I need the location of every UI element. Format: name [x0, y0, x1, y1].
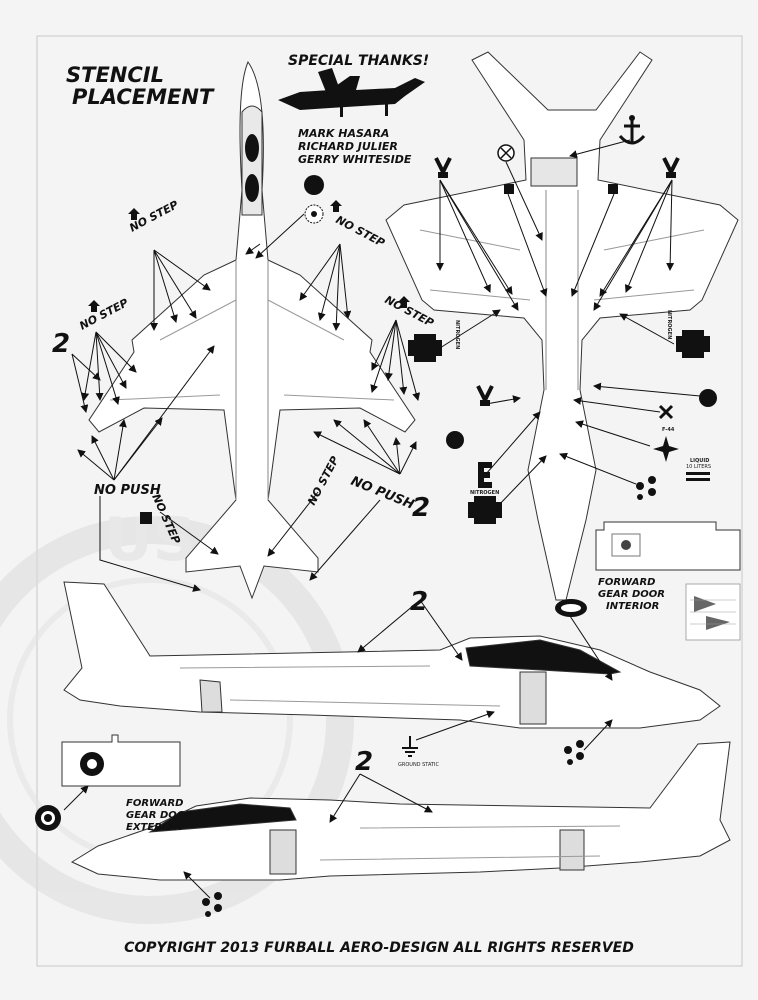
anchor-icon [618, 115, 646, 145]
v-marker-center-icon [476, 385, 494, 406]
no-step-label-3: NO STEP [77, 296, 130, 333]
bottom-view-aircraft [385, 51, 739, 601]
fwd-gear-door-exterior-line-1: FORWARD [126, 798, 183, 809]
gear-door-exterior-panel [61, 734, 181, 787]
title-line-2: PLACEMENT [72, 85, 215, 109]
gear-door-interior-panel [595, 521, 741, 571]
x-mark-icon [658, 404, 674, 420]
star-icon [653, 436, 679, 462]
gear-door-round-icon [35, 805, 61, 831]
side-view-2-aircraft [70, 741, 731, 881]
no-push-label-left: NO PUSH [94, 483, 161, 498]
fwd-gear-door-exterior-line-2: GEAR DOOR [126, 810, 193, 821]
no-step-label-6: NO STEP [305, 454, 342, 507]
nitrogen-label-bottom: NITROGEN [470, 490, 499, 496]
three-dot-cluster-icon [636, 476, 656, 500]
thanks-name-3: GERRY WHITESIDE [298, 153, 412, 166]
no-step-label-2: NO STEP [334, 213, 387, 250]
arrow-up-icon [128, 208, 140, 220]
cross-shaped-stencil-bottom [468, 496, 502, 524]
ten-liters-label: 10 LITERS [686, 464, 711, 470]
side-view-1-aircraft [63, 581, 721, 729]
ground-static-label: GROUND STATIC [398, 762, 440, 768]
black-round-stencil [304, 175, 324, 195]
number-2-label-side-2: 2 [355, 747, 373, 777]
arrow-up-icon [398, 296, 410, 308]
number-2-label-side-1: 2 [410, 587, 428, 617]
fwd-gear-door-interior-line-3: INTERIOR [606, 601, 659, 612]
target-dot-icon [304, 204, 324, 224]
phantom-silhouette-icon [278, 68, 425, 117]
ground-static-icon [402, 736, 418, 757]
e-block-icon [478, 462, 492, 488]
thanks-name-1: MARK HASARA [298, 127, 389, 140]
f44-label: F-44 [662, 427, 675, 433]
dot-cluster-side-2-icon [202, 892, 222, 917]
sheet-border [36, 35, 743, 967]
cross-shaped-stencil-left [408, 334, 442, 362]
square-stencil-icons [140, 184, 618, 524]
oval-access-panel-icon [555, 599, 587, 617]
thanks-heading: SPECIAL THANKS! [288, 53, 429, 69]
x-circle-icon [497, 144, 515, 162]
nitrogen-label-right: NITROGEN [666, 310, 672, 339]
copyright-text: COPYRIGHT 2013 FURBALL AERO-DESIGN ALL R… [124, 940, 634, 956]
leader-arrows [63, 139, 701, 899]
number-2-label-left: 2 [52, 329, 70, 359]
round-stencils [446, 389, 717, 449]
fwd-gear-door-exterior-line-3: EXTERIOR [126, 822, 182, 833]
liquid-label: LIQUID [690, 458, 709, 464]
v-marker-left-icon [434, 157, 452, 178]
dot-cluster-side-1-icon [564, 740, 584, 765]
arrow-up-icon [330, 200, 342, 212]
number-2-label-right: 2 [412, 493, 430, 523]
fwd-gear-door-interior-line-2: GEAR DOOR [598, 589, 665, 600]
nitrogen-label-left: NITROGEN [454, 320, 460, 349]
equals-bars-icon [686, 472, 710, 481]
thanks-name-2: RICHARD JULIER [298, 140, 398, 153]
no-push-label-right: NO PUSH [349, 474, 417, 513]
watermark-crest: US [0, 505, 354, 924]
arrow-up-icon [88, 300, 100, 312]
fwd-gear-door-interior-line-1: FORWARD [598, 577, 655, 588]
reference-diagram-card [685, 583, 741, 641]
top-view-aircraft [88, 60, 416, 600]
v-marker-right-icon [662, 157, 680, 178]
title-line-1: STENCIL [66, 63, 164, 87]
cross-shaped-stencil-right [676, 330, 710, 358]
